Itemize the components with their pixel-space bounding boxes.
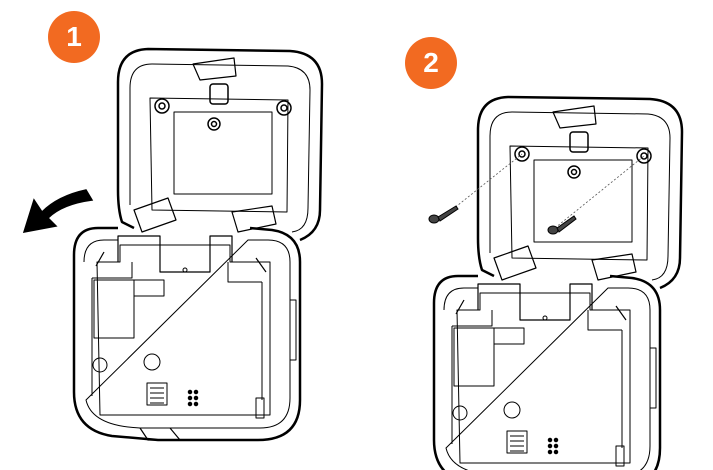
- rotate-arrow-icon: [22, 189, 94, 233]
- screw-icon: [428, 205, 459, 224]
- screw-icon: [547, 215, 577, 235]
- step-2-number: 2: [423, 47, 439, 78]
- step-2-assembly: [432, 95, 684, 470]
- screw-guides: [442, 153, 645, 229]
- step-1-badge: 1: [48, 11, 100, 63]
- step-1-assembly: [22, 47, 324, 442]
- step-2-badge: 2: [405, 37, 457, 89]
- step-1-number: 1: [66, 21, 82, 52]
